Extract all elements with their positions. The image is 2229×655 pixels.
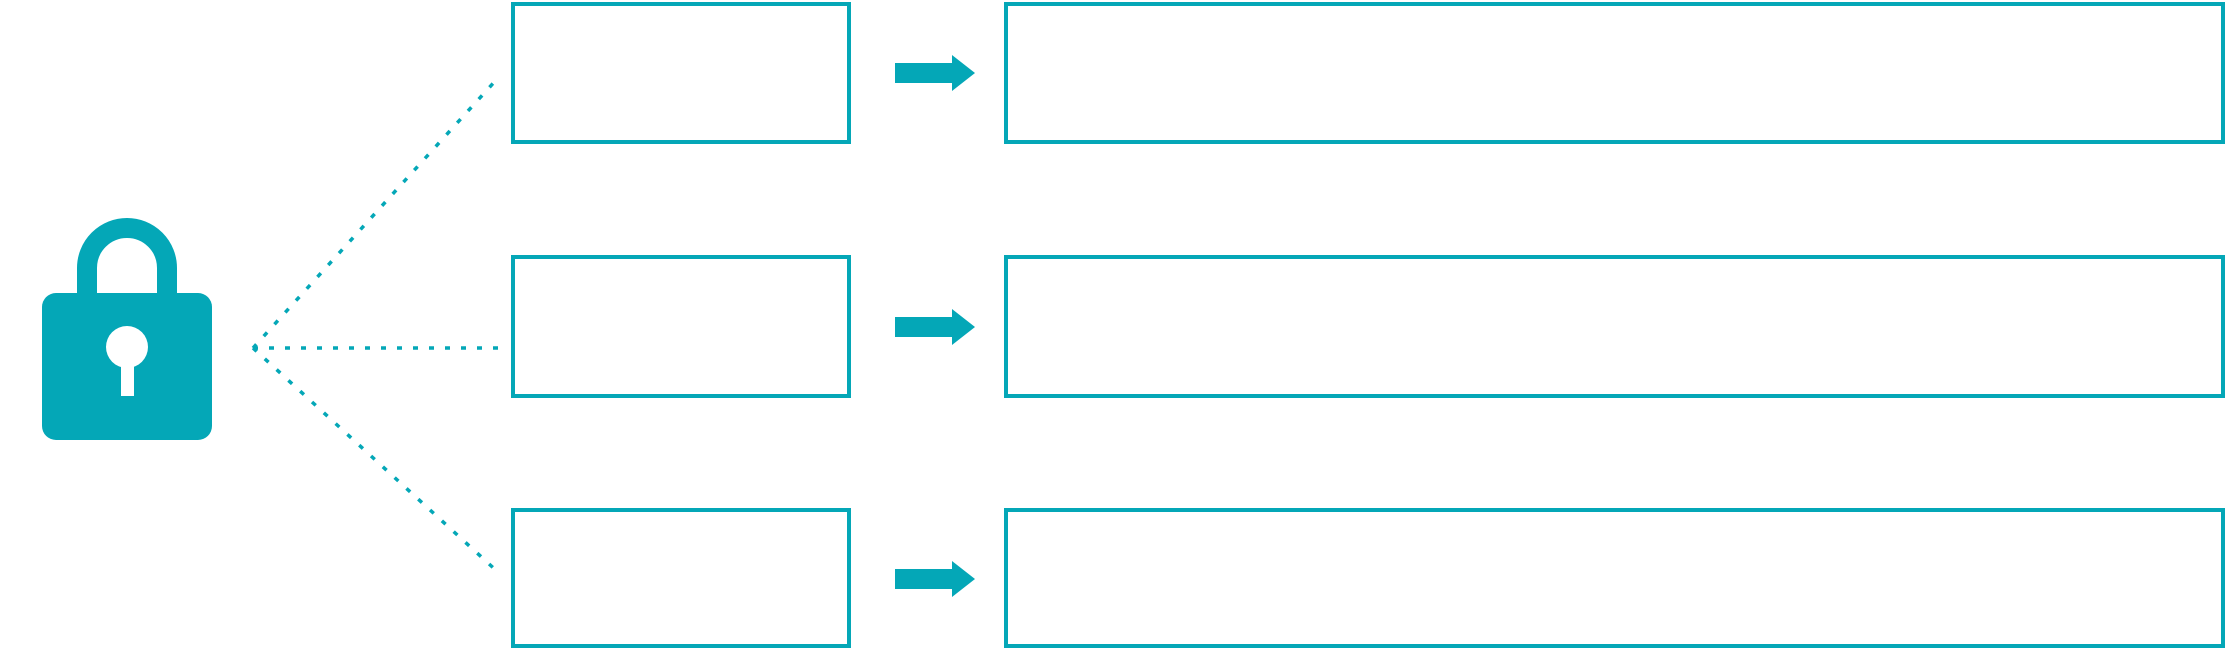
branch-2-source-box [511, 255, 851, 398]
lock-icon [42, 218, 212, 440]
right-arrow-icon-3 [895, 561, 975, 597]
branch-2-target-box [1004, 255, 2225, 398]
connector-line-top [251, 77, 499, 350]
right-arrow-icon-1 [895, 55, 975, 91]
connector-line-bottom [251, 346, 502, 576]
right-arrow-icon-2 [895, 309, 975, 345]
lock-shackle [77, 218, 177, 302]
branch-1-target-box [1004, 2, 2225, 144]
branch-3-target-box [1004, 508, 2225, 648]
lock-keyhole-stem [121, 350, 134, 396]
lock-keyhole-circle [106, 326, 148, 368]
branch-1-source-box [511, 2, 851, 144]
branch-3-source-box [511, 508, 851, 648]
